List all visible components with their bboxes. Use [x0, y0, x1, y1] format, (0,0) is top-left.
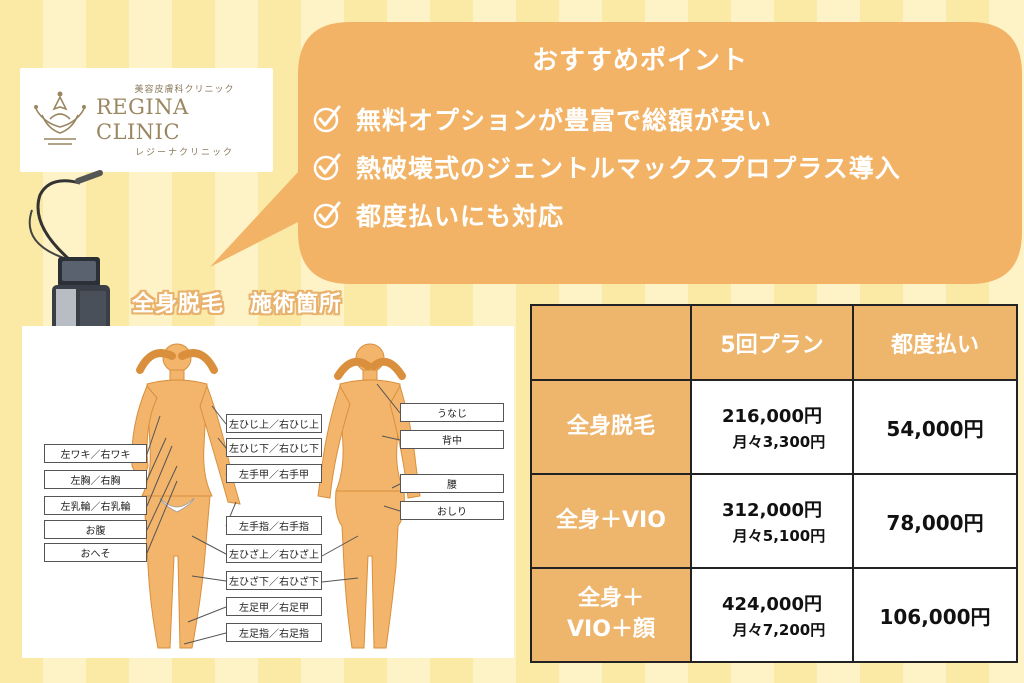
plan-name-cell: 全身＋ VIO＋顔 — [530, 567, 692, 663]
heading-areas: 施術箇所 — [250, 292, 343, 317]
recommend-points: 無料オプションが豊富で総額が安い 熱破壊式のジェントルマックスプロプラス導入 都… — [312, 95, 1012, 239]
area-label: お腹 — [44, 520, 147, 539]
area-label: 左乳輪／右乳輪 — [44, 496, 147, 515]
plan-name: 全身＋VIO — [556, 507, 666, 533]
front-body-figure — [131, 343, 241, 649]
plan-total-cell: 424,000円 月々7,200円 — [690, 567, 854, 663]
clinic-logo-card: 美容皮膚科クリニック REGINA CLINIC レジーナクリニック — [20, 68, 273, 172]
area-label: 左胸／右胸 — [44, 470, 147, 489]
plan-monthly-price: 月々3,300円 — [732, 433, 826, 451]
area-label: 左ひざ下／右ひざ下 — [226, 571, 322, 590]
header-pay-per-visit: 都度払い — [852, 304, 1018, 381]
area-label: おへそ — [44, 543, 147, 562]
single-price-cell: 54,000円 — [852, 379, 1018, 475]
check-icon — [313, 153, 341, 181]
point-text: 熱破壊式のジェントルマックスプロプラス導入 — [356, 154, 901, 183]
point-text: 無料オプションが豊富で総額が安い — [356, 106, 773, 135]
plan-name-cell: 全身＋VIO — [530, 473, 692, 569]
plan-name: 全身脱毛 — [566, 413, 655, 439]
logo-name: REGINA CLINIC — [96, 94, 189, 144]
area-label: 左足指／右足指 — [226, 623, 322, 642]
area-label: 左手指／右手指 — [226, 516, 322, 535]
check-icon — [313, 105, 341, 133]
area-label: 背中 — [400, 430, 504, 449]
area-label: 左ひじ上／右ひじ上 — [226, 414, 322, 433]
area-label: 左ワキ／右ワキ — [44, 444, 147, 463]
plan-name: 全身＋ — [577, 586, 644, 612]
area-label: うなじ — [400, 403, 504, 422]
clinic-logo-text: 美容皮膚科クリニック REGINA CLINIC レジーナクリニック — [96, 82, 273, 158]
area-label: 左手甲／右手甲 — [226, 464, 322, 483]
back-body-figure — [317, 343, 421, 649]
single-price-cell: 78,000円 — [852, 473, 1018, 569]
table-header-row: 5回プラン 都度払い — [530, 304, 1018, 381]
table-row: 全身＋VIO 312,000円 月々5,100円 78,000円 — [530, 473, 1018, 569]
area-label: 腰 — [400, 474, 504, 493]
price-table: 5回プラン 都度払い 全身脱毛 216,000円 月々3,300円 54,000… — [530, 304, 1018, 663]
body-diagram-panel: 左ワキ／右ワキ 左胸／右胸 左乳輪／右乳輪 お腹 おへそ 左ひじ上／右ひじ上 左… — [22, 326, 514, 658]
single-price-cell: 106,000円 — [852, 567, 1018, 663]
plan-total-cell: 312,000円 月々5,100円 — [690, 473, 854, 569]
heading-full-body: 全身脱毛 — [132, 292, 225, 317]
speech-bubble — [210, 22, 1022, 284]
plan-monthly-price: 月々7,200円 — [732, 621, 826, 639]
table-row: 全身脱毛 216,000円 月々3,300円 54,000円 — [530, 379, 1018, 475]
point-text: 都度払いにも対応 — [356, 202, 565, 231]
table-row: 全身＋ VIO＋顔 424,000円 月々7,200円 106,000円 — [530, 567, 1018, 663]
plan-name-line2: VIO＋顔 — [567, 617, 655, 642]
point-item: 無料オプションが豊富で総額が安い — [312, 95, 1012, 143]
table-corner-cell — [530, 304, 692, 381]
header-5-times-plan: 5回プラン — [690, 304, 854, 381]
section-heading: 全身脱毛施術箇所 — [132, 286, 342, 318]
logo-subtitle: 美容皮膚科クリニック — [134, 84, 235, 95]
plan-total-price: 312,000円 — [722, 500, 822, 521]
area-label: 左ひざ上／右ひざ上 — [226, 544, 322, 563]
point-item: 都度払いにも対応 — [312, 191, 1012, 239]
area-label: 左足甲／右足甲 — [226, 597, 322, 616]
plan-total-price: 424,000円 — [722, 594, 822, 615]
area-label: おしり — [400, 501, 504, 520]
check-icon — [313, 201, 341, 229]
point-item: 熱破壊式のジェントルマックスプロプラス導入 — [312, 143, 1012, 191]
area-label: 左ひじ下／右ひじ下 — [226, 438, 322, 457]
logo-kana: レジーナクリニック — [134, 148, 234, 159]
plan-total-price: 216,000円 — [722, 406, 822, 427]
plan-monthly-price: 月々5,100円 — [732, 527, 826, 545]
bubble-title: おすすめポイント — [531, 46, 748, 76]
plan-name-cell: 全身脱毛 — [530, 379, 692, 475]
plan-total-cell: 216,000円 月々3,300円 — [690, 379, 854, 475]
crown-logo-icon — [34, 91, 86, 145]
